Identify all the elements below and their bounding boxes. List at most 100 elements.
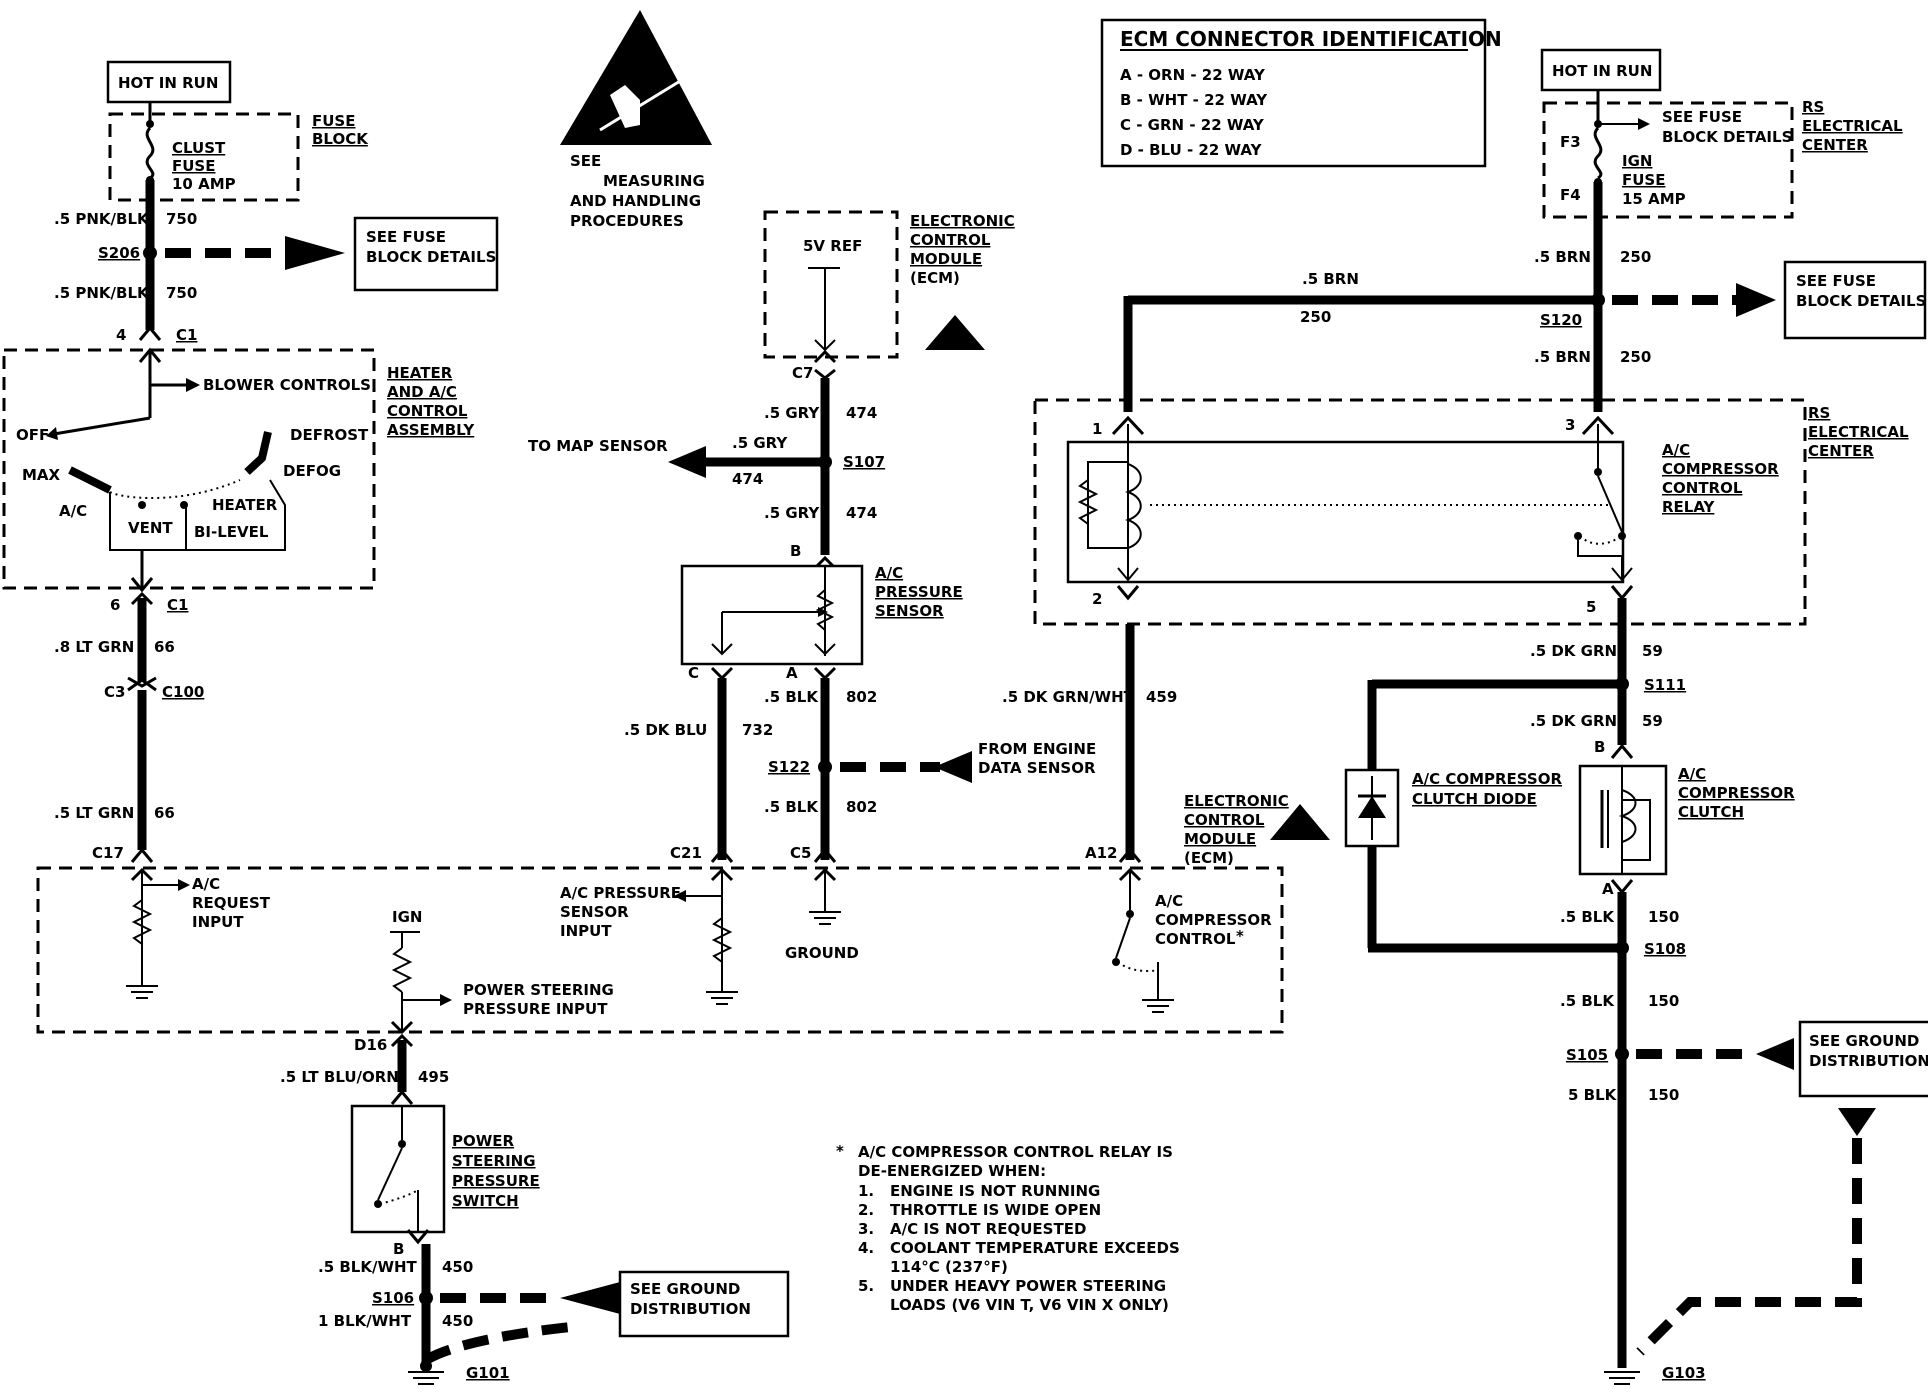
pss-label: SWITCH	[452, 1192, 519, 1210]
heater-assy-label: HEATER	[387, 364, 453, 382]
wire-color-label: .5 BLK	[764, 798, 819, 816]
ecm-table-row: B - WHT - 22 WAY	[1120, 91, 1268, 109]
wire-color-label: .5 GRY	[732, 434, 788, 452]
pss-label: POWER	[452, 1132, 515, 1150]
wire-color-label: 5 BLK	[1568, 1086, 1618, 1104]
esd-warning-icon	[925, 315, 985, 350]
arrow-right-icon	[285, 236, 345, 270]
wire-number-label: 150	[1648, 908, 1679, 926]
ac-pressure-sensor	[680, 564, 864, 666]
footnote-line: A/C COMPRESSOR CONTROL RELAY IS	[858, 1143, 1173, 1161]
clutch-label: CLUTCH	[1678, 803, 1744, 821]
5v-ref-label: 5V REF	[803, 237, 862, 255]
wire-color-label: 1 BLK/WHT	[318, 1312, 412, 1330]
fuse-block-label: BLOCK	[312, 130, 369, 148]
rs2-label: ELECTRICAL	[1808, 423, 1909, 441]
rs2-label: RS	[1808, 404, 1830, 422]
aps-label: SENSOR	[875, 602, 944, 620]
connector-label: C100	[162, 683, 204, 701]
splice-label: S206	[98, 244, 140, 262]
wire-number-label: 59	[1642, 642, 1663, 660]
pin-label: A	[1602, 880, 1614, 898]
diode-label: CLUTCH DIODE	[1412, 790, 1537, 808]
ground-icon	[1142, 999, 1174, 1013]
mode-ac-label: A/C	[59, 502, 87, 520]
ecm2-label: ELECTRONIC	[1184, 792, 1289, 810]
relay-coil-icon	[1125, 463, 1142, 549]
arrow-left-icon	[934, 751, 972, 783]
see-fuse-block-box	[353, 216, 499, 292]
wire-number-label: 59	[1642, 712, 1663, 730]
ign-fuse-rating: 15 AMP	[1622, 190, 1686, 208]
splice-label: S120	[1540, 311, 1582, 329]
aps-input-label: A/C PRESSURE	[560, 884, 681, 902]
pin-label: A	[786, 664, 798, 682]
arrow-left-icon	[560, 1282, 620, 1314]
fuse-pin-label: F4	[1560, 186, 1581, 204]
resistor-icon	[1077, 479, 1099, 525]
ecm2-label: CONTROL	[1184, 811, 1265, 829]
esd-procedures: PROCEDURES	[570, 212, 684, 230]
hot-in-run-box	[106, 60, 232, 104]
ecm-table-row: C - GRN - 22 WAY	[1120, 116, 1265, 134]
footnote-star: *	[836, 1142, 844, 1160]
see-ground-box	[618, 1270, 790, 1338]
ecm-label: (ECM)	[910, 269, 960, 287]
hot-in-run-box	[1540, 48, 1662, 92]
relay-label: RELAY	[1662, 498, 1716, 516]
ground-point-label: G101	[466, 1364, 510, 1382]
connector-pin-label: A12	[1085, 844, 1117, 862]
see-ground-label: SEE GROUND	[1809, 1032, 1919, 1050]
wire-color-label: .5 BRN	[1534, 348, 1591, 366]
footnote-item-num: 4.	[858, 1239, 874, 1257]
esd-warning-icon	[1270, 804, 1330, 840]
relay-pin-label: 3	[1565, 416, 1575, 434]
resistor-icon	[391, 947, 413, 993]
ground-icon	[408, 1371, 444, 1385]
connector-label: C1	[167, 596, 188, 614]
ground-icon	[126, 985, 158, 999]
see-fuse-block-box	[1783, 260, 1927, 340]
footnote-item-num: 2.	[858, 1201, 874, 1219]
relay-label: A/C	[1662, 441, 1690, 459]
see-fuse-label: SEE FUSE	[1796, 272, 1876, 290]
resistor-icon	[131, 899, 153, 945]
connector-pin-label: C5	[790, 844, 811, 862]
clutch-coil-icon	[1618, 789, 1637, 843]
diode-label: A/C COMPRESSOR	[1412, 770, 1562, 788]
ps-input-label: POWER STEERING	[463, 981, 614, 999]
see-fuse-label: BLOCK DETAILS	[366, 248, 496, 266]
hot-in-run-label: HOT IN RUN	[1552, 62, 1652, 80]
aps-input-label: SENSOR	[560, 903, 629, 921]
mode-defrost-label: DEFROST	[290, 426, 369, 444]
footnote-line: DE-ENERGIZED WHEN:	[858, 1162, 1046, 1180]
relay-label: COMPRESSOR	[1662, 460, 1779, 478]
wire-color-label: .5 PNK/BLK	[54, 284, 150, 302]
footnote-item-text: ENGINE IS NOT RUNNING	[890, 1182, 1100, 1200]
see-fuse-label: BLOCK DETAILS	[1662, 128, 1792, 146]
pin-label: 4	[116, 326, 126, 344]
rs-label: RS	[1802, 98, 1824, 116]
connector-label: C1	[176, 326, 197, 344]
acc-label: A/C	[1155, 892, 1183, 910]
splice-label: S122	[768, 758, 810, 776]
aps-label: A/C	[875, 564, 903, 582]
splice-s107	[818, 455, 832, 469]
wire-color-label: .5 LT GRN	[54, 804, 134, 822]
footnote-item-text: A/C IS NOT REQUESTED	[890, 1220, 1086, 1238]
footnote-item-text: 114°C (237°F)	[890, 1258, 1008, 1276]
wire-color-label: .5 GRY	[764, 404, 820, 422]
wire-color-label: .5 DK BLU	[624, 721, 707, 739]
wire-number-label: 250	[1620, 348, 1651, 366]
acc-label: CONTROL	[1155, 930, 1236, 948]
footnote-item-text: THROTTLE IS WIDE OPEN	[890, 1201, 1101, 1219]
relay-pin-label: 5	[1586, 598, 1596, 616]
mode-heater-label: HEATER	[212, 496, 278, 514]
splice-label: S108	[1644, 940, 1686, 958]
rs-label: ELECTRICAL	[1802, 117, 1903, 135]
connector-pin-label: C3	[104, 683, 125, 701]
wire-number-label: 732	[742, 721, 773, 739]
ground-icon	[1604, 1371, 1640, 1385]
blower-controls-label: BLOWER CONTROLS	[203, 376, 371, 394]
